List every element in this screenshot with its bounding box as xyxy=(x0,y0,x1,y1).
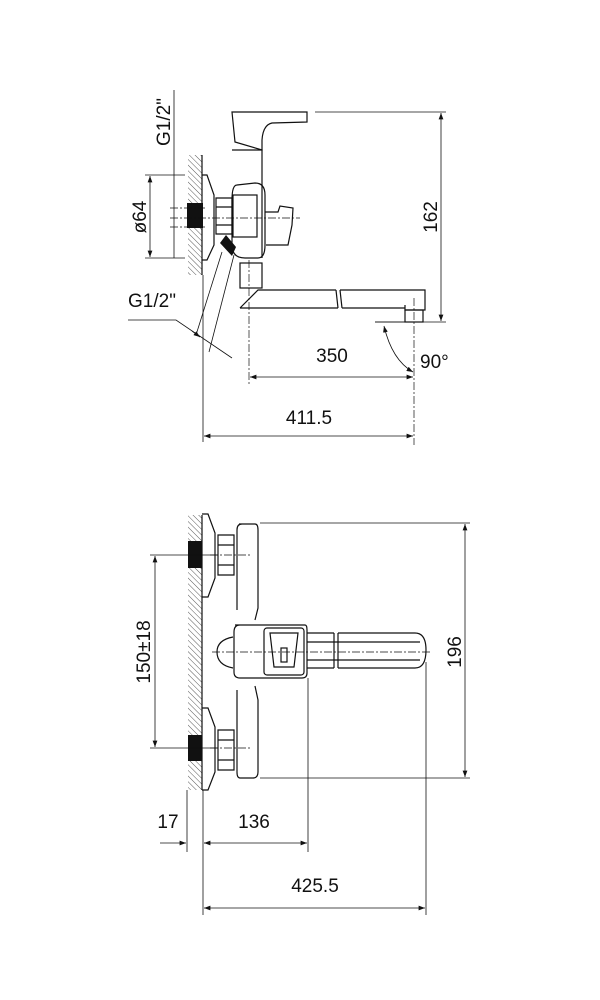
handle-box xyxy=(263,627,305,676)
lever xyxy=(231,111,308,151)
thread-side-label: G1/2" xyxy=(128,291,176,312)
wall-hatch xyxy=(188,515,202,790)
total-depth-label: 411.5 xyxy=(286,408,332,429)
side-view: 162 ø64 G1/2" G1/2" 350 90° 411.5 xyxy=(128,90,449,445)
nut xyxy=(215,197,233,235)
wall-offset-label: 17 xyxy=(157,812,178,833)
height-dimension-label: 162 xyxy=(421,201,442,233)
mixer-bar xyxy=(236,523,259,779)
width-label: 196 xyxy=(445,636,466,668)
angle-label: 90° xyxy=(420,352,449,373)
wall-thread xyxy=(187,203,203,228)
diverter-port xyxy=(220,235,236,256)
wall-thread-upper xyxy=(188,541,202,568)
escutcheon-lower xyxy=(202,707,216,791)
spout-length-label: 350 xyxy=(316,346,348,367)
mixer-body xyxy=(233,624,308,679)
nut-lower xyxy=(217,729,235,771)
escutcheon-upper xyxy=(202,513,216,598)
body-depth-label: 136 xyxy=(238,812,270,833)
spout xyxy=(307,632,427,669)
top-view: 150±18 196 17 136 425.5 xyxy=(134,513,470,915)
total-depth-label: 425.5 xyxy=(291,876,339,897)
diameter-dimension-label: ø64 xyxy=(130,200,151,233)
escutcheon xyxy=(202,174,215,261)
spout xyxy=(239,289,426,311)
diverter xyxy=(265,205,294,246)
nut-upper xyxy=(217,534,235,576)
thread-top-label: G1/2" xyxy=(154,98,175,146)
inlet-spacing-label: 150±18 xyxy=(134,620,155,683)
